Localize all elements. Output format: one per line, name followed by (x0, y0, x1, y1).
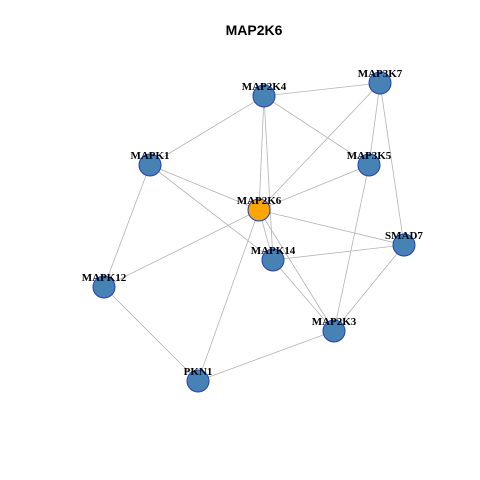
edge-map3k7-map2k6 (258, 82, 381, 211)
node-layer (92, 71, 416, 393)
node-label-mapk1: MAPK1 (130, 150, 169, 162)
node-label-pkn1: PKN1 (184, 366, 213, 378)
node-map3k5 (357, 153, 381, 177)
node-label-mapk12: MAPK12 (82, 272, 127, 284)
node-map2k3 (322, 319, 346, 343)
edge-mapk1-map2k6 (149, 164, 260, 211)
node-map2k6 (247, 198, 271, 222)
node-smad7 (392, 233, 416, 257)
node-pkn1 (186, 369, 210, 393)
edge-map3k7-map3k5 (368, 82, 381, 166)
node-label-smad7: SMAD7 (385, 230, 423, 242)
edge-mapk14-smad7 (272, 244, 405, 261)
node-map3k7 (368, 71, 392, 95)
edge-map3k5-map2k3 (333, 164, 370, 332)
edge-layer (103, 82, 405, 382)
edge-mapk1-mapk14 (149, 164, 274, 261)
diagram-title: MAP2K6 (226, 22, 283, 38)
edge-map2k4-map3k7 (263, 82, 381, 97)
edge-map2k6-pkn1 (197, 209, 260, 382)
edge-map3k7-smad7 (379, 82, 405, 246)
edge-map2k4-mapk14 (263, 95, 274, 261)
node-mapk12 (92, 275, 116, 299)
edge-mapk14-map2k3 (272, 259, 335, 332)
node-map2k4 (252, 84, 276, 108)
node-label-map2k4: MAP2K4 (242, 81, 287, 93)
edge-mapk1-mapk12 (103, 164, 151, 288)
edge-map2k4-mapk1 (149, 95, 265, 166)
node-label-mapk14: MAPK14 (251, 245, 296, 257)
edge-map3k5-map2k6 (258, 164, 370, 211)
edge-pkn1-map2k3 (197, 330, 335, 382)
edge-map2k4-map2k6 (258, 95, 265, 211)
node-mapk1 (138, 153, 162, 177)
edge-map2k6-map2k3 (258, 209, 335, 332)
node-label-map3k7: MAP3K7 (358, 68, 403, 80)
edge-map2k4-map3k5 (263, 95, 370, 166)
node-label-map2k3: MAP2K3 (312, 316, 357, 328)
edge-map2k6-smad7 (258, 209, 405, 246)
edge-mapk12-pkn1 (103, 286, 199, 382)
node-label-map3k5: MAP3K5 (347, 150, 392, 162)
edge-smad7-map2k3 (333, 244, 405, 332)
edge-map2k6-mapk12 (103, 209, 260, 288)
node-label-map2k6: MAP2K6 (237, 195, 282, 207)
node-mapk14 (261, 248, 285, 272)
